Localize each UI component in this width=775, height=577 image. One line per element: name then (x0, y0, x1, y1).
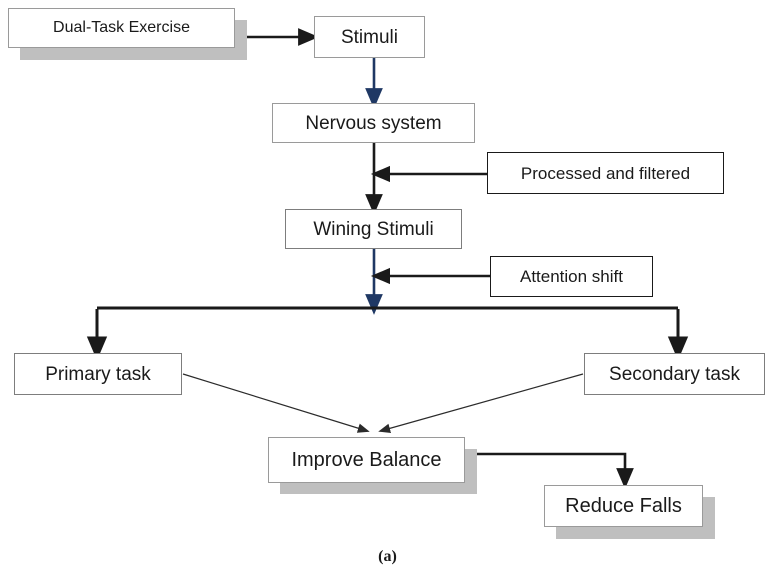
node-attention-shift[interactable]: Attention shift (490, 256, 653, 297)
node-dual-task-exercise[interactable]: Dual-Task Exercise (8, 8, 235, 48)
node-primary-task[interactable]: Primary task (14, 353, 182, 395)
node-nervous-system[interactable]: Nervous system (272, 103, 475, 143)
edge-primary-task-to-improve-balance (182, 373, 370, 433)
node-reduce-falls[interactable]: Reduce Falls (544, 485, 703, 527)
node-label: Attention shift (519, 267, 623, 286)
node-improve-balance[interactable]: Improve Balance (268, 437, 465, 483)
node-label: Processed and filtered (520, 163, 691, 183)
node-stimuli[interactable]: Stimuli (314, 16, 425, 58)
node-label: Dual-Task Exercise (53, 19, 190, 36)
node-processed-and-filtered[interactable]: Processed and filtered (487, 152, 724, 194)
node-secondary-task[interactable]: Secondary task (584, 353, 765, 395)
node-label: Secondary task (609, 363, 740, 385)
node-label: Stimuli (340, 26, 398, 48)
edge-improve-balance-to-reduce-falls (470, 452, 634, 489)
node-label: Improve Balance (291, 449, 442, 471)
edge-secondary-task-to-improve-balance (378, 373, 584, 433)
node-label: Nervous system (305, 112, 442, 134)
node-label: Reduce Falls (565, 495, 682, 517)
figure-caption: (a) (0, 548, 775, 566)
node-label: Primary task (45, 363, 151, 385)
node-label: Wining Stimuli (313, 218, 434, 240)
node-wining-stimuli[interactable]: Wining Stimuli (285, 209, 462, 249)
figure-caption-text: (a) (378, 548, 397, 565)
